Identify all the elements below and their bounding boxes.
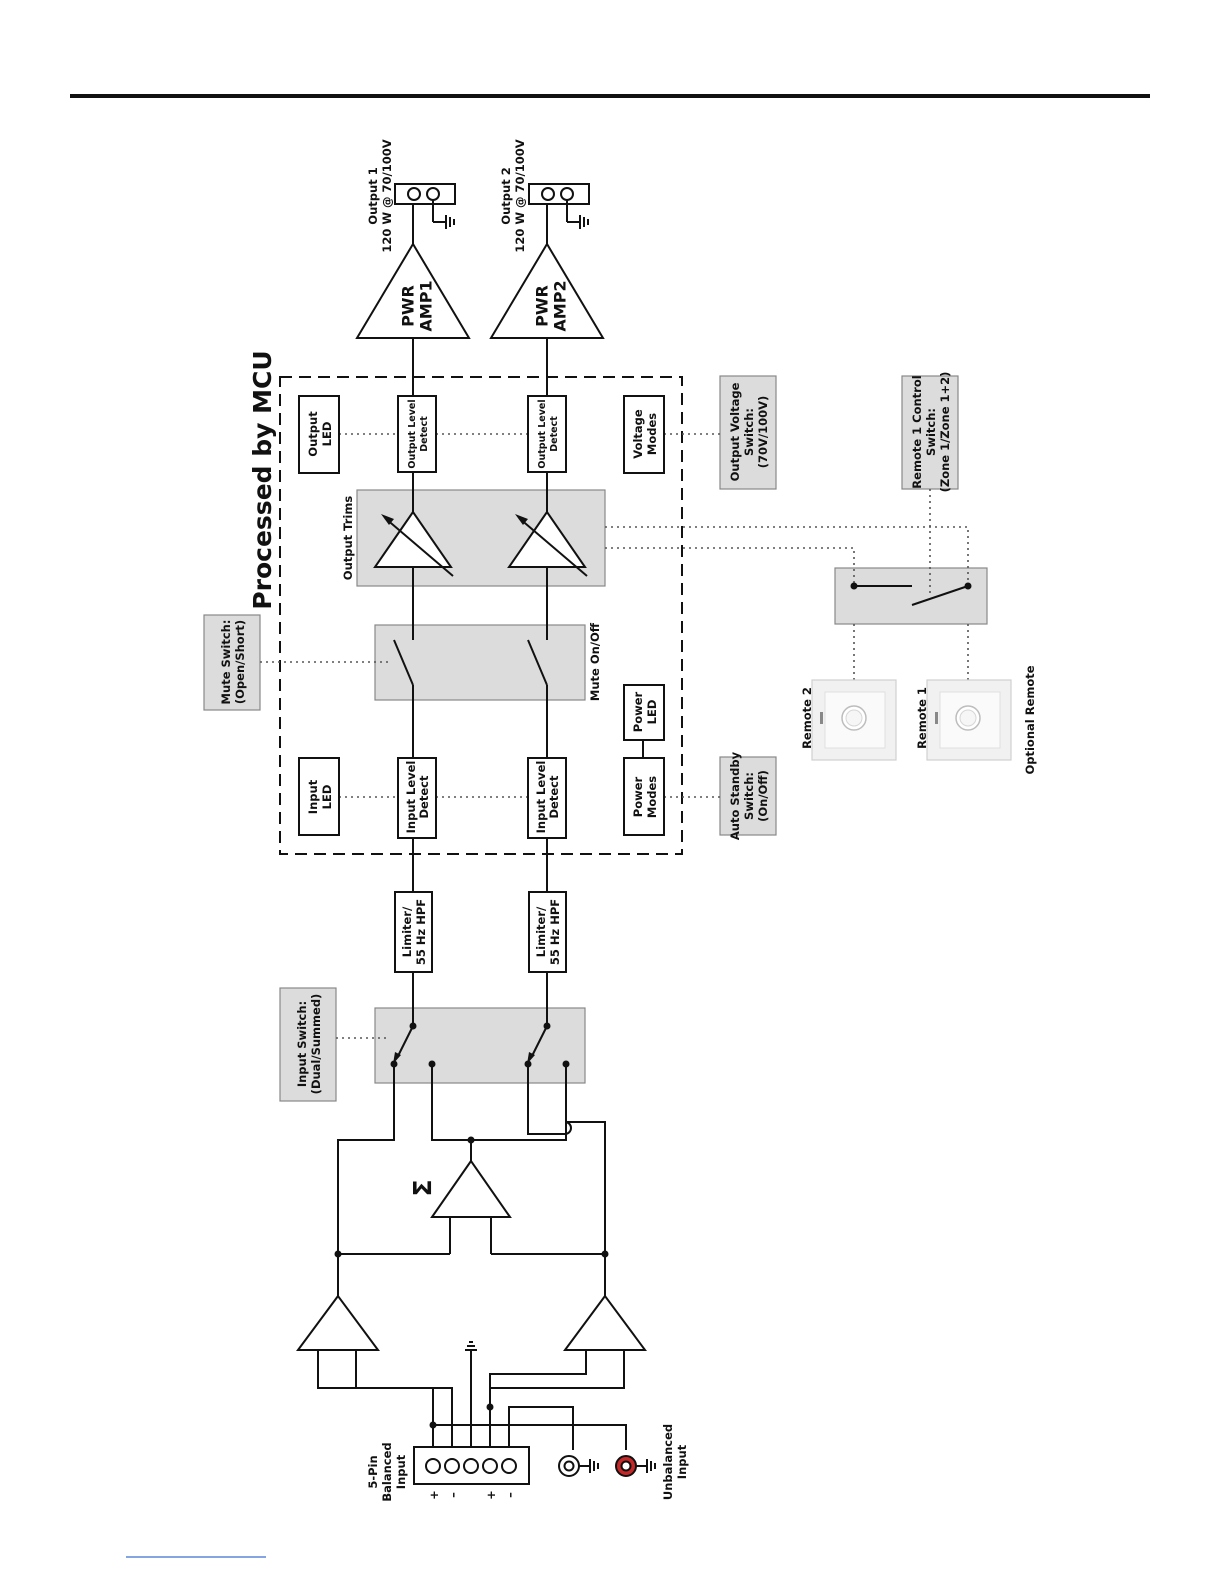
limiter-hpf-2 <box>528 891 567 973</box>
mcu-title: Processed by MCU <box>248 350 277 609</box>
amp2-label: PWRAMP2 <box>532 280 569 331</box>
sum-symbol: Σ <box>408 1179 437 1196</box>
input-level-detect-1 <box>397 757 437 839</box>
output-trims-label: Output Trims <box>341 496 355 581</box>
pin-sign-1: + <box>427 1490 441 1500</box>
limiter-hpf-1 <box>394 891 433 973</box>
remote-plates <box>811 679 1012 761</box>
control-lines <box>260 433 969 1039</box>
mute-switch-block <box>374 624 586 701</box>
junction-dots <box>334 582 972 1429</box>
power-led-label: PowerLED <box>631 691 659 732</box>
input-switch-block <box>374 1007 586 1084</box>
input-level-label-2: Input LevelDetect <box>534 761 561 834</box>
mute-switch-label: Mute Switch:(Open/Short) <box>219 620 247 705</box>
auto-standby-switch-box <box>719 756 777 836</box>
output-connectors <box>394 183 590 229</box>
output1-terminal <box>394 183 456 205</box>
amplifier-triangles <box>296 242 647 1351</box>
input-switch-label: Input Switch:(Dual/Summed) <box>295 994 323 1095</box>
limiter-hpf-label-2: Limiter/55 Hz HPF <box>534 899 562 965</box>
summing-amp <box>430 1159 512 1218</box>
input-connectors <box>413 1446 656 1485</box>
unbalanced-input-label: UnbalancedInput <box>661 1424 689 1500</box>
output-level-detect-2 <box>527 395 567 473</box>
input-led-box <box>298 757 340 836</box>
input-switch-box <box>279 987 337 1102</box>
input-led-label: InputLED <box>306 779 334 814</box>
output2-terminal <box>528 183 590 205</box>
amp1-label: PWRAMP1 <box>398 280 435 331</box>
optional-remote-label: Optional Remote <box>1023 665 1037 774</box>
pin-sign-3: + <box>484 1490 498 1500</box>
output-level-detect-1 <box>397 395 437 473</box>
five-pin-input-label: 5-PinBalancedInput <box>366 1442 408 1501</box>
labels: Processed by MCU Output 1120 W @ 70/100V O… <box>219 139 1037 1501</box>
input-buffer-2 <box>563 1294 647 1351</box>
remote1-control-switch-label: Remote 1 ControlSwitch:(Zone 1/Zone 1+2) <box>910 372 952 493</box>
output2-label: Output 2120 W @ 70/100V <box>499 139 527 252</box>
wiring <box>317 204 644 1458</box>
power-led-box <box>623 684 665 741</box>
pin-sign-4: – <box>503 1492 517 1498</box>
remote1-label: Remote 1 <box>915 687 929 749</box>
mute-on-off-label: Mute On/Off <box>588 622 602 701</box>
trim-2 <box>507 510 587 568</box>
voltage-modes-label: VoltageModes <box>631 409 659 459</box>
voltage-modes-box <box>623 395 665 474</box>
mute-switch-box <box>203 614 261 711</box>
input-level-detect-2 <box>527 757 567 839</box>
remote2-label: Remote 2 <box>800 687 814 749</box>
output-voltage-switch-label: Output VoltageSwitch:(70V/100V) <box>728 382 770 481</box>
power-amp-1 <box>355 242 471 339</box>
remote1-control-switch-box <box>901 375 959 490</box>
trim-1 <box>373 510 453 568</box>
output-level-label-2: Output LevelDetect <box>537 399 560 468</box>
output-level-label-1: Output LevelDetect <box>407 399 430 468</box>
output-led-box <box>298 395 340 474</box>
input-level-label-1: Input LevelDetect <box>404 761 431 834</box>
auto-standby-switch-label: Auto StandbySwitch:(On/Off) <box>728 751 770 840</box>
pin-sign-2: – <box>446 1492 460 1498</box>
input-buffer-1 <box>296 1294 380 1351</box>
limiter-hpf-label-1: Limiter/55 Hz HPF <box>400 899 428 965</box>
output-led-label: OutputLED <box>306 411 334 457</box>
power-modes-box <box>623 757 665 836</box>
remote-control-switch-block <box>834 567 988 625</box>
power-modes-label: PowerModes <box>631 776 659 818</box>
output-voltage-switch-box <box>719 375 777 490</box>
power-amp-2 <box>489 242 605 339</box>
blocks <box>298 395 665 973</box>
mcu-boundary <box>279 376 683 855</box>
output1-label: Output 1120 W @ 70/100V <box>366 139 394 252</box>
